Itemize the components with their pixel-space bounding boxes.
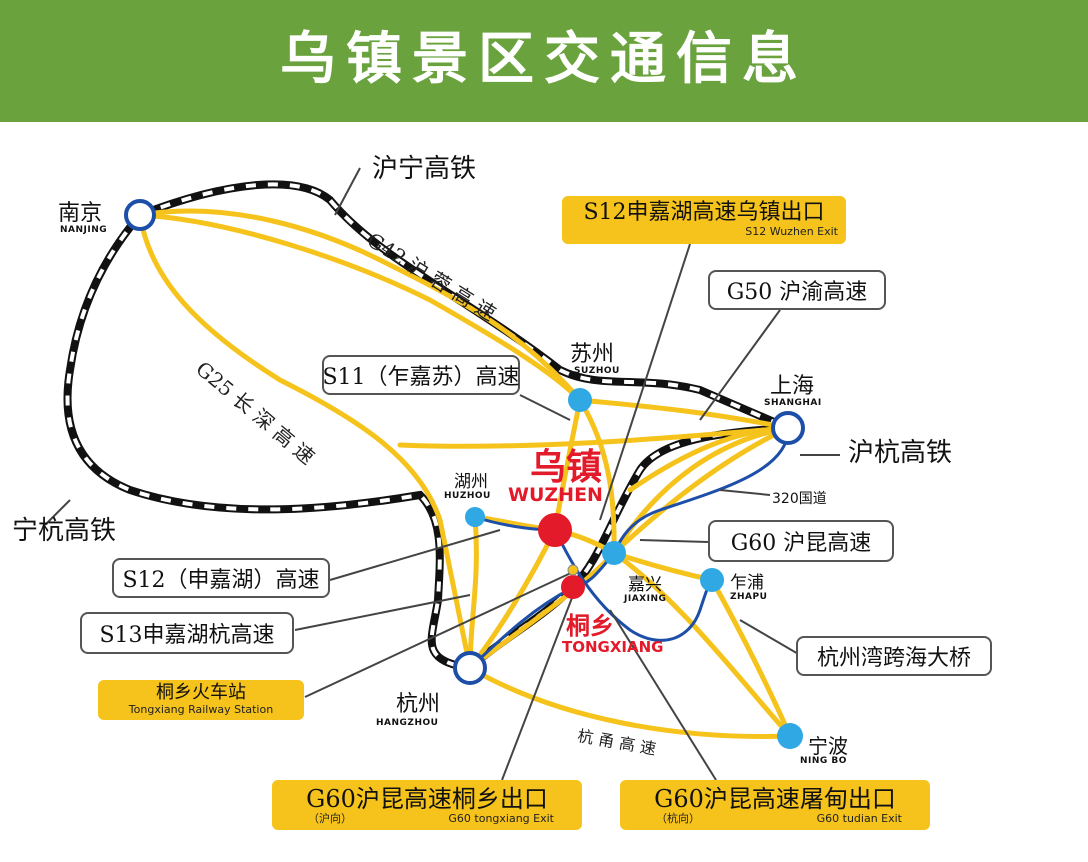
rail-label-hu-ning: 沪宁高铁 (372, 154, 477, 184)
callout-g60-tongxiang-exit-en: G60 tongxiang Exit (448, 812, 554, 825)
city-tongxiang-zh: 桐乡 (566, 612, 614, 640)
city-nanjing-en: NANJING (60, 225, 108, 235)
city-wuzhen-en: WUZHEN (508, 484, 603, 506)
city-hangzhou-zh: 杭州 (396, 692, 441, 717)
node-shanghai (771, 411, 805, 445)
highway-shanghai-huzhou (397, 425, 791, 449)
rail-label-ning-hang: 宁杭高铁 (12, 516, 117, 546)
node-tongxiang-station (567, 564, 579, 576)
city-zhapu-en: ZHAPU (730, 592, 768, 602)
highway-s13 (467, 527, 558, 671)
highway-suzhou-nanjing (137, 212, 583, 403)
callout-g60-tudian-exit-sub: （杭向） G60 tudian Exit (620, 812, 930, 825)
callout-tongxiang-station: 桐乡火车站 Tongxiang Railway Station (98, 680, 304, 720)
city-jiaxing-en: JIAXING (624, 594, 667, 604)
city-wuzhen-zh: 乌镇 (530, 447, 603, 488)
rail-hu-ning (138, 180, 790, 432)
node-nanjing (124, 199, 156, 231)
city-hangzhou-en: HANGZHOU (376, 718, 439, 728)
highway-hangyong (467, 665, 793, 739)
city-ningbo-en: NING BO (800, 756, 847, 766)
rail-label-hu-hang: 沪杭高铁 (848, 438, 953, 468)
city-suzhou-en: SUZHOU (574, 366, 620, 376)
city-huzhou-en: HUZHOU (444, 491, 491, 501)
node-huzhou (465, 507, 485, 527)
callout-g60-tudian-exit-en: G60 tudian Exit (816, 812, 902, 825)
callout-g60-tudian-exit-zh: G60沪昆高速屠甸出口 (654, 785, 896, 813)
callout-g50: G50 沪渝高速 (708, 270, 886, 310)
page-title: 乌镇景区交通信息 (280, 27, 808, 92)
city-nodes (124, 199, 805, 749)
node-zhapu (700, 568, 724, 592)
callout-g60-tongxiang-exit: G60沪昆高速桐乡出口 （沪向） G60 tongxiang Exit (272, 780, 582, 830)
node-jiaxing (602, 541, 626, 565)
callout-g60-tudian-exit-dir: （杭向） (656, 812, 700, 825)
highway-g50 (627, 425, 791, 493)
highway-jiaxing-ningbo (611, 550, 793, 739)
callout-g60-tongxiang-exit-zh: G60沪昆高速桐乡出口 (306, 785, 548, 813)
node-hangzhou (453, 651, 487, 685)
callout-s13: S13申嘉湖杭高速 (80, 612, 294, 654)
callout-s11: S11（乍嘉苏）高速 (322, 355, 520, 395)
callout-s12-wuzhen-exit-zh: S12申嘉湖高速乌镇出口 (583, 200, 825, 225)
callout-s12: S12（申嘉湖）高速 (112, 558, 330, 598)
highway-huzhou-hangzhou (467, 514, 479, 671)
callout-tongxiang-station-zh: 桐乡火车站 (156, 682, 246, 703)
callout-s12-wuzhen-exit: S12申嘉湖高速乌镇出口 S12 Wuzhen Exit (562, 196, 846, 244)
callout-g60-tongxiang-exit-dir: （沪向） (308, 812, 352, 825)
node-tongxiang (561, 575, 585, 599)
city-shanghai-zh: 上海 (770, 374, 815, 399)
callout-s12-wuzhen-exit-en: S12 Wuzhen Exit (745, 225, 838, 238)
callout-g60: G60 沪昆高速 (708, 520, 894, 562)
city-tongxiang-en: TONGXIANG (562, 638, 664, 656)
callout-g60-tudian-exit: G60沪昆高速屠甸出口 （杭向） G60 tudian Exit (620, 780, 930, 830)
leader-lines (44, 167, 840, 781)
city-huzhou-zh: 湖州 (454, 472, 488, 492)
city-zhapu-zh: 乍浦 (730, 573, 764, 593)
node-wuzhen (538, 513, 572, 547)
city-nanjing-zh: 南京 (58, 201, 103, 226)
city-suzhou-zh: 苏州 (570, 342, 615, 367)
callout-bridge: 杭州湾跨海大桥 (796, 636, 992, 676)
callout-g60-tongxiang-exit-sub: （沪向） G60 tongxiang Exit (272, 812, 582, 825)
railway-lines (63, 180, 790, 672)
node-suzhou (568, 388, 592, 412)
city-shanghai-en: SHANGHAI (764, 398, 822, 408)
highway-suzhou-jiaxing (577, 397, 617, 556)
header-banner: 乌镇景区交通信息 (0, 0, 1088, 122)
city-ningbo-zh: 宁波 (808, 734, 848, 758)
callout-tongxiang-station-en: Tongxiang Railway Station (128, 703, 274, 716)
highway-g25 (137, 212, 473, 671)
road-label-320: 320国道 (772, 491, 827, 507)
highway-bridge (709, 577, 793, 739)
city-jiaxing-zh: 嘉兴 (628, 575, 662, 595)
node-ningbo (777, 723, 803, 749)
highway-g42 (137, 208, 791, 431)
